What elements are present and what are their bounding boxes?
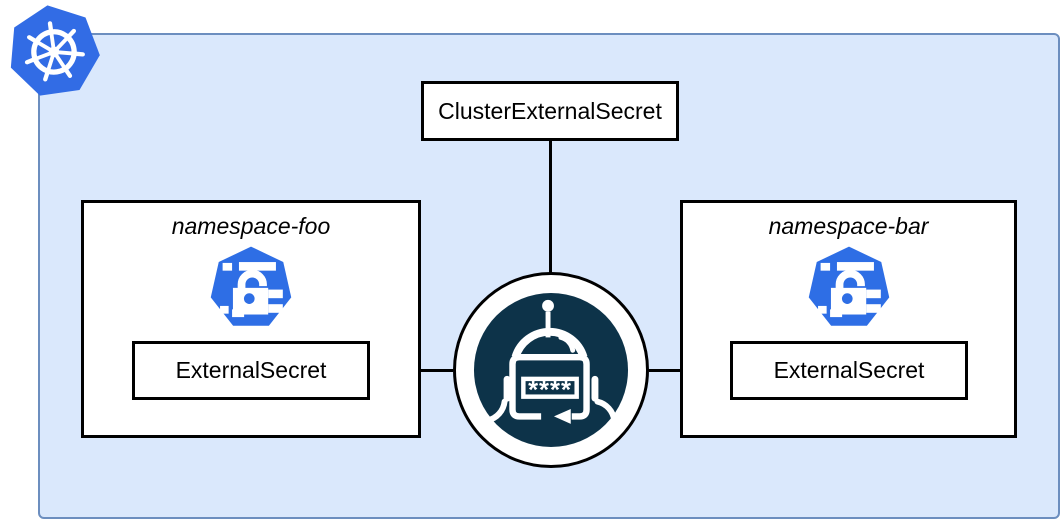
namespace-bar-box: namespace-bar (680, 200, 1017, 438)
external-secret-crd-icon (808, 246, 889, 326)
external-secret-label-foo: ExternalSecret (175, 357, 327, 383)
operator-medallion: **** (453, 272, 649, 468)
password-mask-text: **** (528, 377, 572, 405)
external-secret-box-bar: ExternalSecret (730, 341, 968, 400)
external-secrets-operator-robot-icon: **** (473, 292, 629, 448)
cluster-external-secret-label: ClusterExternalSecret (438, 97, 662, 124)
external-secret-crd-icon (210, 246, 292, 326)
external-secret-box-foo: ExternalSecret (132, 341, 370, 400)
cluster-external-secret-box: ClusterExternalSecret (421, 81, 679, 141)
external-secret-label-bar: ExternalSecret (773, 357, 925, 383)
connector-cluster-to-operator (549, 140, 552, 274)
namespace-foo-title: namespace-foo (171, 213, 331, 239)
kubernetes-logo-icon (10, 5, 100, 96)
namespace-bar-title: namespace-bar (768, 213, 929, 239)
connector-operator-to-foo (389, 369, 453, 372)
namespace-foo-box: namespace-foo (81, 200, 421, 438)
